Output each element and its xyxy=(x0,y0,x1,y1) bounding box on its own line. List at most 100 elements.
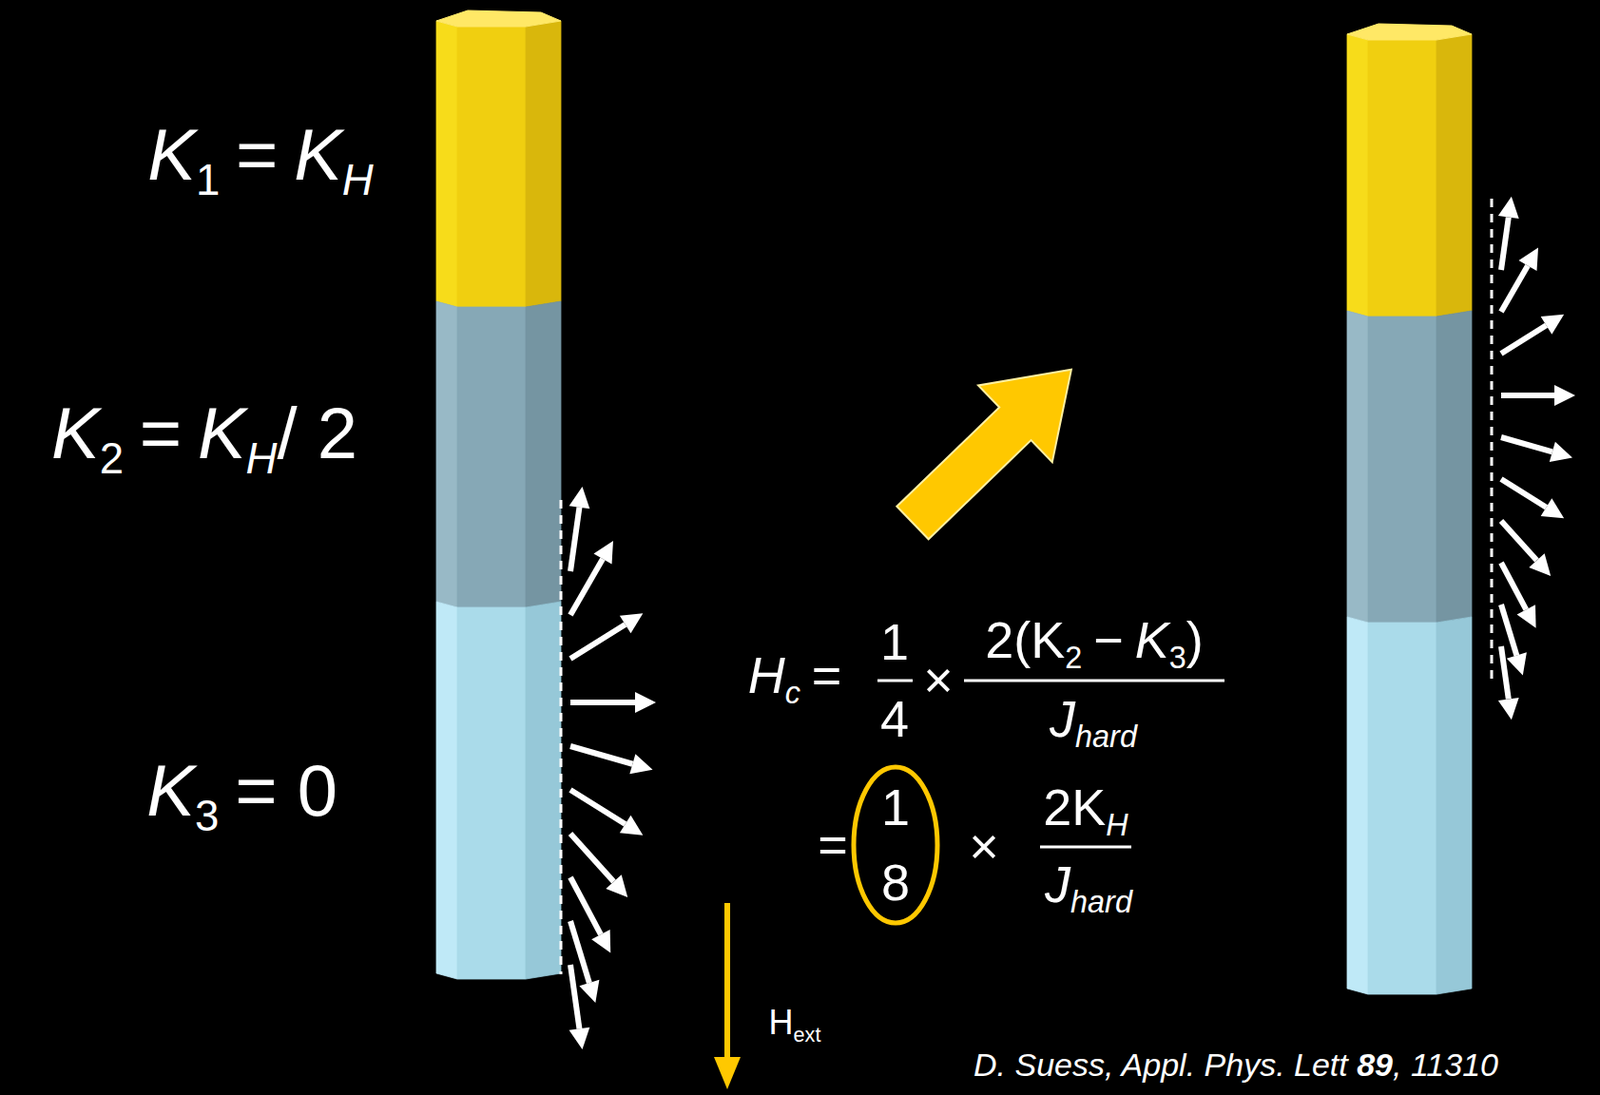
anisotropy-label: K3 = 0 xyxy=(146,751,353,841)
prism-face xyxy=(1436,616,1472,995)
symbol: K xyxy=(293,114,343,195)
subscript: H xyxy=(1105,808,1128,843)
prism-face xyxy=(1368,316,1437,623)
anisotropy-label: K1=KH xyxy=(147,115,374,205)
symbol: 89 xyxy=(1356,1046,1393,1083)
spin-arrow xyxy=(1501,520,1537,561)
formula-term: Jhard xyxy=(1049,691,1138,755)
prism-face xyxy=(1347,310,1369,623)
subscript: 3 xyxy=(194,791,219,841)
symbol: × xyxy=(968,817,1000,875)
spin-arrow xyxy=(1501,217,1509,270)
spin-arrow xyxy=(1501,562,1526,610)
symbol: 4 xyxy=(880,690,909,748)
symbol: K xyxy=(1135,611,1170,669)
spin-arrow xyxy=(570,746,633,765)
spin-arrowhead xyxy=(1498,196,1520,219)
symbol: = xyxy=(139,392,182,474)
right-column xyxy=(1347,23,1472,995)
spin-arrowhead xyxy=(1518,247,1539,271)
spin-arrow xyxy=(570,699,636,706)
prism-face xyxy=(1368,622,1437,995)
symbol: 1 xyxy=(880,613,909,671)
formula-term: 2KH xyxy=(1042,779,1128,844)
block-arrow xyxy=(875,331,1109,562)
field-label: Hext xyxy=(769,1003,822,1046)
fraction-bar xyxy=(877,679,913,683)
prism-face xyxy=(1436,34,1472,317)
symbol: = 0 xyxy=(234,750,338,831)
highlight-ellipse xyxy=(853,767,938,924)
spin-arrow xyxy=(570,877,601,935)
field-arrowhead xyxy=(713,1057,741,1090)
prism-face xyxy=(1347,34,1369,317)
formula-term: 1 xyxy=(880,614,909,671)
subscript: hard xyxy=(1075,719,1138,754)
symbol: − xyxy=(1093,611,1124,669)
prism-face xyxy=(525,20,561,308)
symbol: H xyxy=(769,1002,794,1042)
formula-term: 2(K2−K3) xyxy=(984,612,1203,676)
spin-arrow xyxy=(570,833,615,883)
symbol: , 11310 xyxy=(1392,1046,1499,1083)
symbol: D. Suess, Appl. Phys. Lett xyxy=(973,1046,1357,1083)
fraction-bar xyxy=(963,679,1225,683)
spin-arrowhead xyxy=(619,815,643,836)
prism-face xyxy=(436,601,458,980)
formula-term: = xyxy=(817,816,849,873)
symbol: = xyxy=(817,815,849,873)
spin-arrowhead xyxy=(1517,604,1537,629)
citation: D. Suess, Appl. Phys. Lett 89, 11310 xyxy=(973,1047,1499,1083)
spin-arrow xyxy=(1501,392,1555,399)
subscript: 1 xyxy=(195,155,220,205)
fraction-bar xyxy=(1040,846,1132,849)
field-arrow xyxy=(724,903,731,1061)
symbol: K xyxy=(146,750,195,831)
spin-arrowhead xyxy=(605,874,628,898)
symbol: 1 xyxy=(881,778,910,836)
prism-face xyxy=(457,307,526,608)
spin-arrow xyxy=(1501,479,1546,508)
subscript: hard xyxy=(1070,885,1133,920)
symbol: / 2 xyxy=(277,392,359,474)
spin-arrow xyxy=(1501,325,1546,354)
spin-arrowhead xyxy=(569,1027,591,1050)
prism-face xyxy=(525,601,561,980)
symbol: = xyxy=(811,646,843,704)
prism-face xyxy=(1368,39,1437,317)
spin-arrowhead xyxy=(635,692,656,714)
subscript: ext xyxy=(793,1021,822,1046)
spin-arrowhead xyxy=(1554,385,1576,406)
symbol: ) xyxy=(1186,611,1204,669)
symbol: 2K xyxy=(1042,778,1106,836)
symbol: = xyxy=(235,114,278,195)
spin-arrowhead xyxy=(1541,314,1564,335)
spin-arrow xyxy=(570,790,626,825)
spin-arrowhead xyxy=(1498,697,1520,720)
spin-arrowhead xyxy=(569,486,591,509)
spin-arrowhead xyxy=(591,929,611,954)
spin-arrowhead xyxy=(629,753,653,774)
spin-arrowhead xyxy=(1549,442,1573,463)
formula-term: × xyxy=(923,652,954,709)
spin-arrow xyxy=(570,964,579,1029)
prism-face xyxy=(1436,310,1472,623)
symbol: K xyxy=(147,114,196,195)
subscript: 3 xyxy=(1169,640,1187,675)
subscript: 2 xyxy=(1064,640,1082,675)
spin-arrowhead xyxy=(1528,553,1551,577)
symbol: × xyxy=(923,651,954,709)
spin-arrow xyxy=(570,559,603,616)
spin-arrow xyxy=(1501,266,1528,312)
prism-face xyxy=(457,607,526,980)
dashed-axis xyxy=(1490,198,1494,679)
symbol: 8 xyxy=(881,853,910,911)
symbol: J xyxy=(1049,690,1076,748)
prism-cap xyxy=(436,10,561,27)
spin-arrow xyxy=(570,624,626,659)
spin-arrowhead xyxy=(578,980,599,1003)
formula-term: 1 xyxy=(881,779,910,836)
symbol: 2(K xyxy=(984,611,1065,669)
prism-face xyxy=(1347,616,1369,995)
